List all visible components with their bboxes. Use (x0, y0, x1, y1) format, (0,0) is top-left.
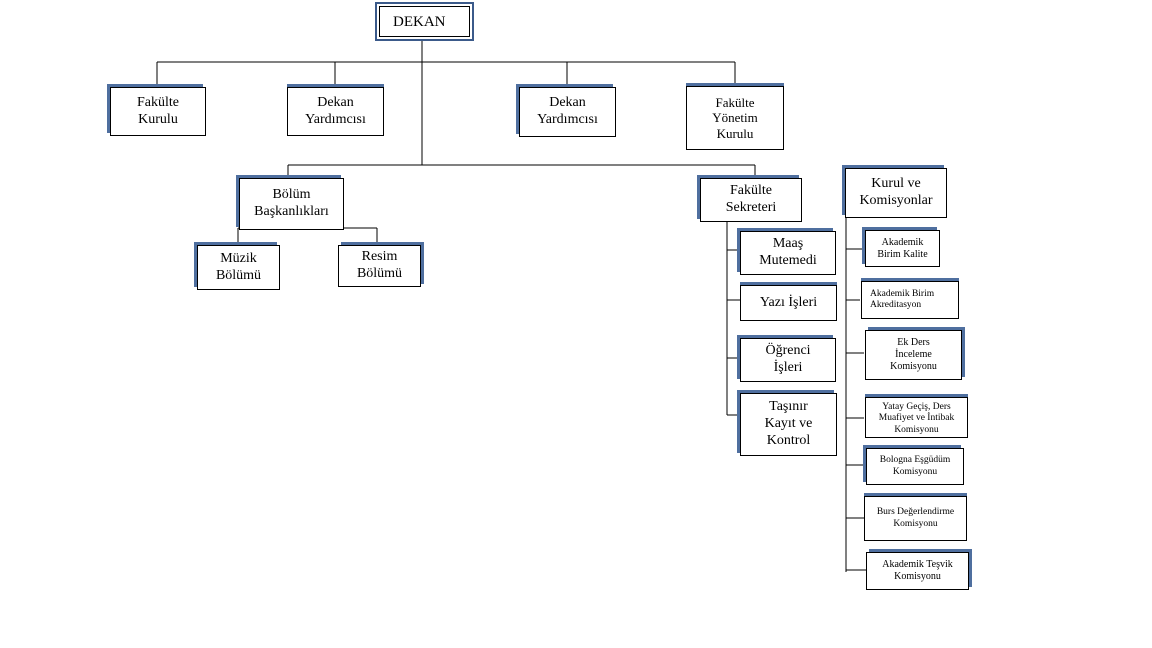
music-department-label: Müzik Bölümü (215, 250, 262, 283)
faculty-secretary-label: Fakülte Sekreteri (725, 183, 777, 215)
commission-label-4: Yatay Geçiş, Ders Muafiyet ve İntibak Ko… (878, 402, 955, 435)
vice-dean-label-2: Dekan Yardımcısı (537, 95, 598, 127)
dean-box: DEKAN (375, 2, 474, 41)
vice-dean-box-2: Dekan Yardımcısı (519, 87, 616, 137)
commission-box-6: Burs Değerlendirme Komisyonu (864, 496, 967, 541)
commission-label-1: Akademik Birim Kalite (877, 236, 928, 260)
commission-label-6: Burs Değerlendirme Komisyonu (876, 507, 955, 529)
commission-box-3: Ek Ders İnceleme Komisyonu (865, 330, 962, 380)
commission-label-3: Ek Ders İnceleme Komisyonu (890, 337, 937, 372)
commission-label-7: Akademik Teşvik Komisyonu (882, 559, 953, 582)
student-affairs-box: Öğrenci İşleri (740, 338, 836, 382)
department-heads-label: Bölüm Başkanlıkları (254, 187, 329, 219)
faculty-secretary-box: Fakülte Sekreteri (700, 178, 802, 222)
boards-and-commissions-box: Kurul ve Komisyonlar (845, 168, 947, 218)
commission-box-7: Akademik Teşvik Komisyonu (866, 552, 969, 590)
movable-property-label: Taşınır Kayıt ve Kontrol (764, 399, 813, 448)
faculty-board-label: Fakülte Kurulu (137, 94, 179, 127)
clerical-affairs-box: Yazı İşleri (740, 285, 837, 321)
payroll-officer-label: Maaş Mutemedi (759, 236, 817, 268)
movable-property-box: Taşınır Kayıt ve Kontrol (740, 393, 837, 456)
music-department-box: Müzik Bölümü (197, 245, 280, 290)
dean-label: DEKAN (393, 13, 446, 30)
student-affairs-label: Öğrenci İşleri (765, 343, 811, 375)
commission-box-2: Akademik Birim Akreditasyon (861, 281, 959, 319)
commission-label-2: Akademik Birim Akreditasyon (870, 288, 935, 310)
commission-box-4: Yatay Geçiş, Ders Muafiyet ve İntibak Ko… (865, 397, 968, 438)
commission-label-5: Bologna Eşgüdüm Komisyonu (879, 455, 951, 477)
boards-and-commissions-label: Kurul ve Komisyonlar (859, 176, 933, 208)
painting-department-label: Resim Bölümü (356, 249, 403, 281)
vice-dean-label-1: Dekan Yardımcısı (305, 94, 366, 127)
faculty-board-box: Fakülte Kurulu (110, 87, 206, 136)
painting-department-box: Resim Bölümü (338, 245, 421, 287)
clerical-affairs-label: Yazı İşleri (759, 294, 818, 310)
commission-box-1: Akademik Birim Kalite (865, 230, 940, 267)
commission-box-5: Bologna Eşgüdüm Komisyonu (866, 448, 964, 485)
department-heads-box: Bölüm Başkanlıkları (239, 178, 344, 230)
vice-dean-box-1: Dekan Yardımcısı (287, 87, 384, 136)
payroll-officer-box: Maaş Mutemedi (740, 231, 836, 275)
faculty-executive-board-label: Fakülte Yönetim Kurulu (712, 94, 758, 141)
faculty-executive-board-box: Fakülte Yönetim Kurulu (686, 86, 784, 150)
